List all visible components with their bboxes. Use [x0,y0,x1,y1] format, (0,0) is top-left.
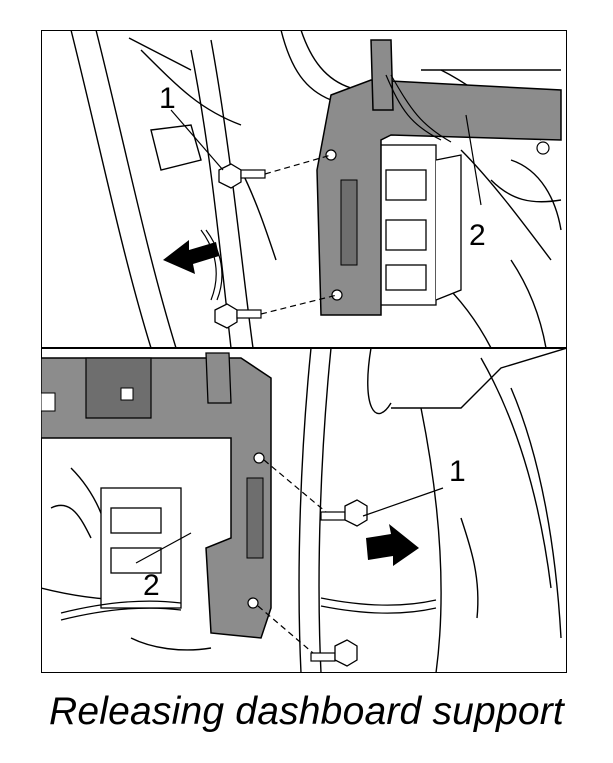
arrow-right-icon [366,524,419,566]
bolt-icon [320,499,368,527]
diagram-panel-top: 1 2 [41,30,567,348]
top-wiring [200,74,452,301]
bolt-icon [310,639,358,667]
top-dashed-guides [260,154,338,315]
illustration-frame: 1 2 [41,30,567,673]
top-bolt-holes [325,149,343,301]
bottom-connector-block [100,487,182,609]
arrow-left-icon [163,240,219,274]
callout-1-top: 1 [159,82,176,115]
diagram-top-drawing: 1 2 [41,30,567,348]
callout-2-top: 2 [469,219,486,252]
figure-caption: Releasing dashboard support [49,690,564,733]
top-dashboard-support [316,39,562,316]
callout-2-bottom: 2 [143,569,160,602]
callout-1-bottom: 1 [449,455,466,488]
diagram-bottom-drawing: 1 2 [41,348,567,673]
bottom-leader-lines [135,487,444,564]
bolt-icon [214,303,262,329]
bottom-dashboard-support [41,352,272,639]
bottom-bolt-holes [247,452,265,609]
bottom-wiring [60,597,437,621]
diagram-panel-bottom: 1 2 [41,348,567,673]
top-leader-lines [170,109,482,206]
bottom-dashed-guides [257,459,327,654]
top-connector-block [375,144,462,306]
